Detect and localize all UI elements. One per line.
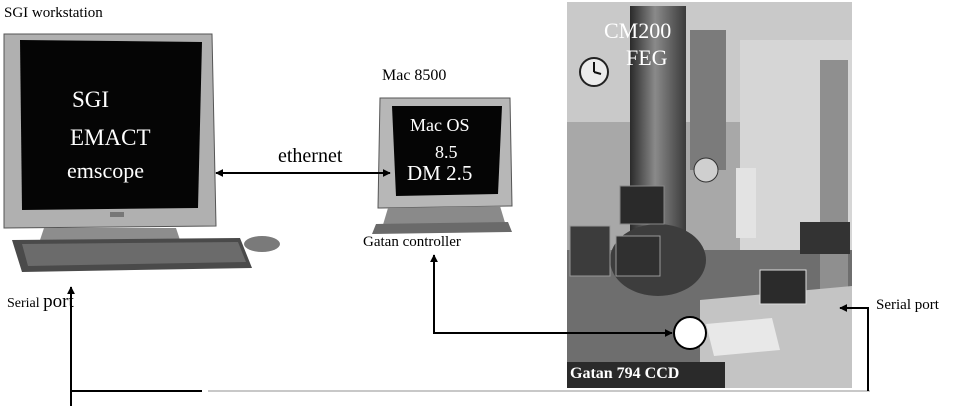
sgi-workstation-image	[3, 33, 280, 272]
microscope-photo	[567, 2, 852, 388]
microscope-serial-line	[852, 307, 869, 391]
ccd-to-controller-line	[433, 257, 672, 334]
sgi-logo-icon	[110, 212, 124, 217]
mouse-icon	[244, 236, 280, 252]
sgi-serial-port-label: Serial port	[7, 291, 74, 312]
microscope-name-line1: CM200	[604, 18, 672, 43]
microscope-name-line2: FEG	[626, 45, 668, 70]
gatan-controller-label: Gatan controller	[363, 234, 461, 250]
mac-screen-line2: 8.5	[435, 142, 458, 162]
console-screen	[759, 269, 807, 305]
sgi-screen-line1: SGI	[72, 87, 110, 112]
microscope-serial-port-label: Serial port	[876, 297, 939, 313]
sgi-screen-line3: emscope	[67, 158, 144, 183]
ethernet-label: ethernet	[278, 145, 343, 167]
mac-screen-line3: DM 2.5	[407, 161, 473, 185]
ccd-camera-marker	[673, 316, 707, 350]
sgi-screen-line2: EMACT	[70, 125, 151, 150]
sgi-workstation-label: SGI workstation	[4, 5, 103, 21]
mac-8500-image	[372, 97, 513, 234]
gatan-ccd-label: Gatan 794 CCD	[570, 365, 680, 382]
mac-8500-label: Mac 8500	[382, 67, 447, 84]
mac-screen-line1: Mac OS	[410, 115, 470, 135]
